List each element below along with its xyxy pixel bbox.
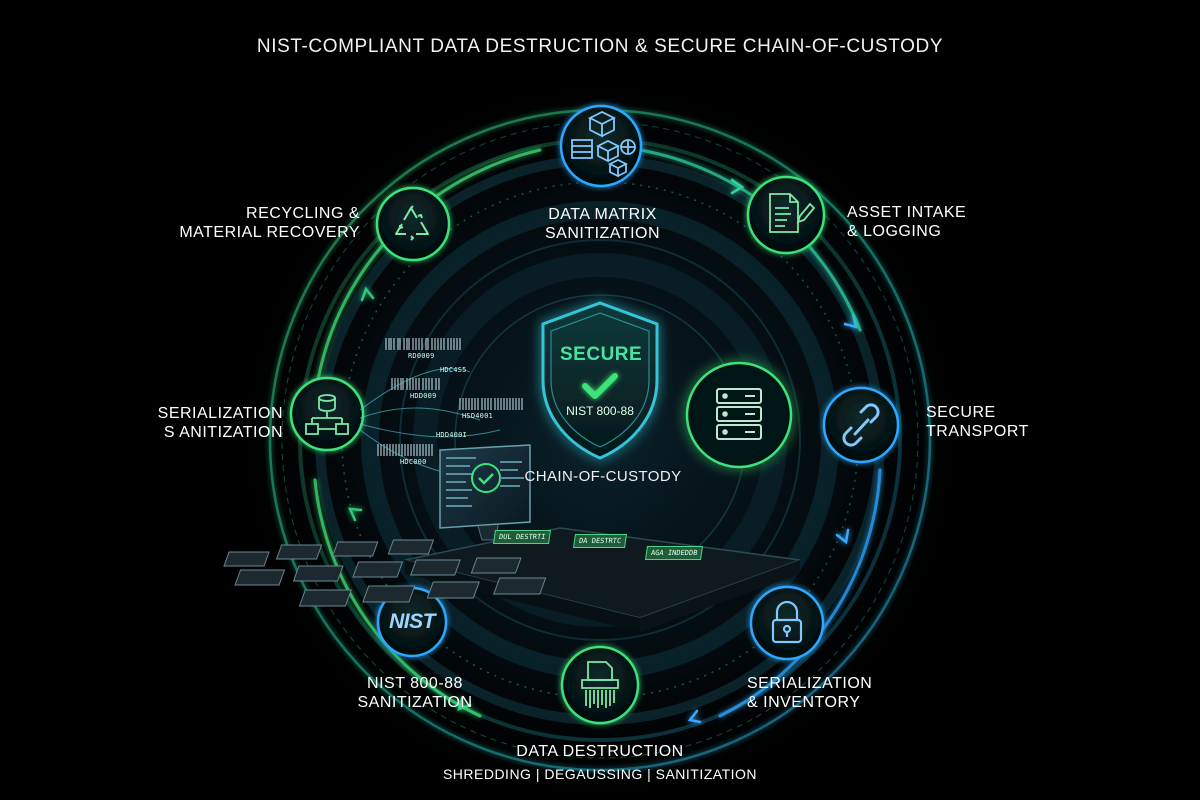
label-secure-transport: SECURE TRANSPORT bbox=[926, 403, 1029, 441]
barcode-tag: HDD009 bbox=[410, 392, 437, 400]
label-line: SANITIZATION bbox=[357, 694, 473, 711]
node-serialization-sanitization bbox=[289, 376, 365, 452]
node-data-destruction bbox=[560, 645, 640, 725]
label-line: S ANITIZATION bbox=[163, 424, 283, 441]
label-line: TRANSPORT bbox=[926, 423, 1029, 440]
label-line: ASSET INTAKE bbox=[847, 204, 967, 221]
label-line: SECURE bbox=[926, 404, 996, 421]
hard-drive bbox=[292, 565, 344, 582]
chain-of-custody-caption: CHAIN-OF-CUSTODY bbox=[524, 468, 682, 485]
nist-icon: NIST bbox=[389, 610, 435, 633]
barcode bbox=[385, 338, 461, 350]
label-line: MATERIAL RECOVERY bbox=[179, 224, 360, 241]
barcode-tag: RD0009 bbox=[408, 352, 435, 360]
hard-drive bbox=[331, 541, 379, 557]
node-asset-intake bbox=[746, 175, 826, 255]
arrow-chevron bbox=[730, 178, 745, 195]
label-data-destruction: DATA DESTRUCTION SHREDDING | DEGAUSSING … bbox=[400, 742, 800, 784]
hard-drive bbox=[387, 539, 435, 555]
barcode-tag: HDC000 bbox=[400, 458, 427, 466]
label-line: DATA DESTRUCTION bbox=[516, 743, 684, 760]
arrow-chevron bbox=[835, 528, 850, 545]
label-line: NIST 800-88 bbox=[367, 675, 463, 692]
barcode-tag: HDD400I bbox=[436, 431, 467, 439]
label-asset-intake: ASSET INTAKE & LOGGING bbox=[847, 203, 966, 241]
node-secure-transport bbox=[822, 386, 900, 464]
check-icon bbox=[582, 373, 618, 399]
hard-drive bbox=[362, 585, 416, 603]
hard-drive bbox=[410, 559, 461, 576]
node-top-data-matrix bbox=[559, 104, 643, 188]
arrow-chevron bbox=[687, 709, 702, 724]
hard-drives bbox=[223, 539, 547, 607]
hard-drive bbox=[223, 551, 270, 567]
chain-link-icon bbox=[842, 403, 880, 447]
label-line: RECYCLING & bbox=[246, 205, 360, 222]
label-line: DATA MATRIX bbox=[548, 206, 657, 223]
hard-drive bbox=[234, 569, 286, 586]
shield-subtext: NIST 800-88 bbox=[566, 404, 634, 418]
hard-drive bbox=[426, 581, 480, 599]
label-data-matrix: DATA MATRIX SANITIZATION bbox=[520, 205, 685, 243]
label-line: SERIALIZATION bbox=[157, 405, 283, 422]
server-rack-icon bbox=[716, 388, 762, 440]
hard-drive bbox=[352, 561, 404, 578]
secure-shield bbox=[541, 301, 659, 460]
shredder-icon bbox=[581, 661, 619, 708]
hard-drive bbox=[493, 577, 547, 595]
label-line: SHREDDING | DEGAUSSING | SANITIZATION bbox=[442, 766, 758, 782]
monitor bbox=[439, 444, 531, 541]
hard-drive bbox=[275, 544, 323, 560]
barcode bbox=[459, 398, 523, 410]
label-serialization-sanitization: SERIALIZATION S ANITIZATION bbox=[128, 404, 283, 442]
drive-status-tag: DA DESTRTC bbox=[573, 534, 628, 548]
hard-drive bbox=[470, 557, 522, 574]
server-cubes-icon bbox=[571, 110, 636, 178]
shield-text: SECURE bbox=[560, 344, 643, 365]
diagram-title: NIST-COMPLIANT DATA DESTRUCTION & SECURE… bbox=[256, 36, 944, 57]
drive-status-tag: AGA INDEDDB bbox=[645, 546, 704, 560]
arrow-chevron bbox=[457, 696, 472, 711]
label-line: SANITIZATION bbox=[544, 225, 661, 242]
database-flow-icon bbox=[305, 394, 349, 435]
label-line: & INVENTORY bbox=[747, 694, 861, 711]
barcode-tag: HSD4001 bbox=[462, 412, 493, 420]
recycle-icon bbox=[395, 205, 429, 241]
padlock-icon bbox=[771, 600, 803, 644]
hard-drive bbox=[298, 589, 352, 607]
label-line: & LOGGING bbox=[847, 223, 942, 240]
node-serialization-inventory bbox=[749, 585, 825, 661]
server-rack-node bbox=[685, 361, 793, 469]
label-nist-sanitization: NIST 800-88 SANITIZATION bbox=[345, 674, 485, 712]
arrow-chevron bbox=[347, 507, 363, 522]
node-recycling bbox=[375, 186, 451, 262]
arrow-chevron bbox=[360, 286, 375, 302]
label-serialization-inventory: SERIALIZATION & INVENTORY bbox=[747, 674, 872, 712]
label-line: SERIALIZATION bbox=[747, 675, 873, 692]
label-recycling: RECYCLING & MATERIAL RECOVERY bbox=[170, 204, 360, 242]
barcode-tag: HDC4S5 bbox=[440, 366, 467, 374]
drive-status-tag: DUL DESTRTI bbox=[493, 530, 552, 544]
document-pen-icon bbox=[769, 193, 816, 233]
